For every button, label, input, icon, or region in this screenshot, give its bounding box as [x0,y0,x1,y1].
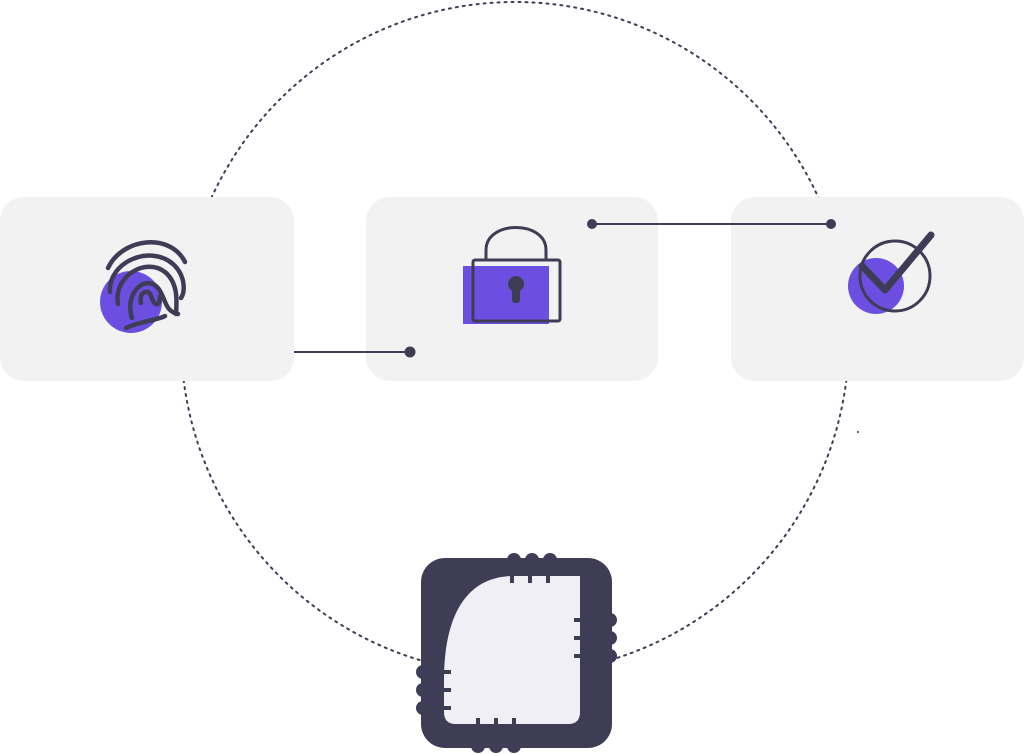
fingerprint-icon [100,240,188,333]
connector-lock-check [587,219,836,229]
speck [857,431,859,433]
checkmark-icon [848,231,935,314]
connector-fingerprint-lock [294,346,416,358]
padlock-icon [463,226,562,324]
microchip-icon [416,553,617,753]
